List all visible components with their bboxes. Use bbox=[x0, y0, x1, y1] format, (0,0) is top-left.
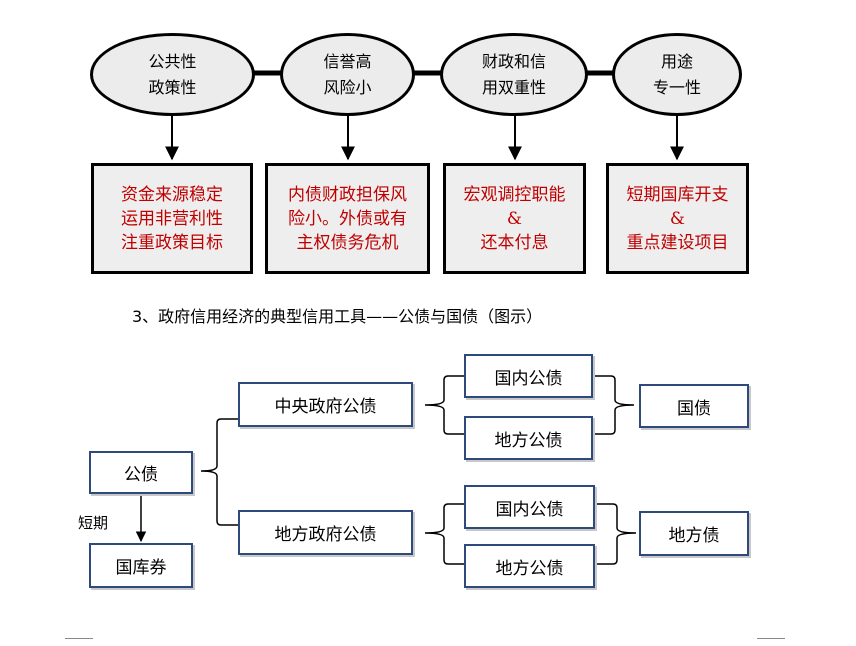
feature-text: 公共性 bbox=[148, 51, 197, 71]
description-text: 内债财政担保风 bbox=[288, 184, 407, 205]
description-text: 运用非营利性 bbox=[121, 208, 223, 229]
short-term-label: 短期 bbox=[78, 514, 109, 532]
description-text: 资金来源稳定 bbox=[121, 184, 223, 205]
brace-root bbox=[200, 418, 238, 526]
central-government-box: 中央政府公债 bbox=[238, 382, 413, 427]
description-text: 注重政策目标 bbox=[121, 232, 223, 253]
description-text: 主权债务危机 bbox=[296, 232, 399, 253]
local-debt-box: 地方债 bbox=[639, 511, 749, 556]
description-text: 宏观调控职能 bbox=[463, 184, 566, 205]
description-text: 还本付息 bbox=[480, 232, 549, 253]
description-text: & bbox=[506, 208, 523, 229]
feature-ellipse-dual-nature: 财政和信 用双重性 bbox=[440, 33, 588, 116]
feature-ellipse-specific-use: 用途 专一性 bbox=[612, 33, 742, 116]
central-local-box: 地方公债 bbox=[464, 416, 593, 460]
description-text: & bbox=[669, 208, 686, 229]
description-box-macro: 宏观调控职能 & 还本付息 bbox=[443, 163, 586, 274]
feature-ellipse-credibility: 信誉高 风险小 bbox=[280, 33, 415, 116]
local-government-box: 地方政府公债 bbox=[238, 510, 413, 555]
treasury-bill-box: 国库券 bbox=[89, 543, 193, 588]
feature-text: 政策性 bbox=[148, 77, 197, 97]
brace-local bbox=[424, 503, 465, 565]
description-text: 险小。外债或有 bbox=[288, 208, 407, 229]
national-debt-box: 国债 bbox=[639, 384, 749, 428]
description-text: 重点建设项目 bbox=[626, 232, 729, 253]
local-local-box: 地方公债 bbox=[464, 544, 595, 588]
description-box-treasury: 短期国库开支 & 重点建设项目 bbox=[606, 163, 749, 274]
feature-text: 专一性 bbox=[652, 77, 701, 97]
page-corner-mark bbox=[757, 638, 785, 646]
central-domestic-box: 国内公债 bbox=[464, 354, 593, 398]
brace-local-right bbox=[596, 503, 637, 565]
brace-central bbox=[424, 375, 465, 435]
feature-text: 用途 bbox=[660, 51, 693, 71]
local-domestic-box: 国内公债 bbox=[464, 485, 595, 529]
page-corner-mark bbox=[65, 638, 93, 646]
feature-text: 风险小 bbox=[323, 77, 372, 97]
feature-text: 信誉高 bbox=[323, 51, 372, 71]
section-title: 3、政府信用经济的典型信用工具——公债与国债（图示） bbox=[132, 307, 543, 326]
feature-text: 财政和信 bbox=[481, 51, 546, 71]
description-box-funding: 资金来源稳定 运用非营利性 注重政策目标 bbox=[91, 163, 253, 274]
brace-central-right bbox=[594, 375, 635, 435]
feature-ellipse-public-policy: 公共性 政策性 bbox=[90, 33, 255, 116]
root-box: 公债 bbox=[89, 451, 193, 494]
description-text: 短期国库开支 bbox=[626, 184, 729, 205]
feature-text: 用双重性 bbox=[481, 77, 546, 97]
description-box-risk: 内债财政担保风 险小。外债或有 主权债务危机 bbox=[265, 163, 430, 274]
